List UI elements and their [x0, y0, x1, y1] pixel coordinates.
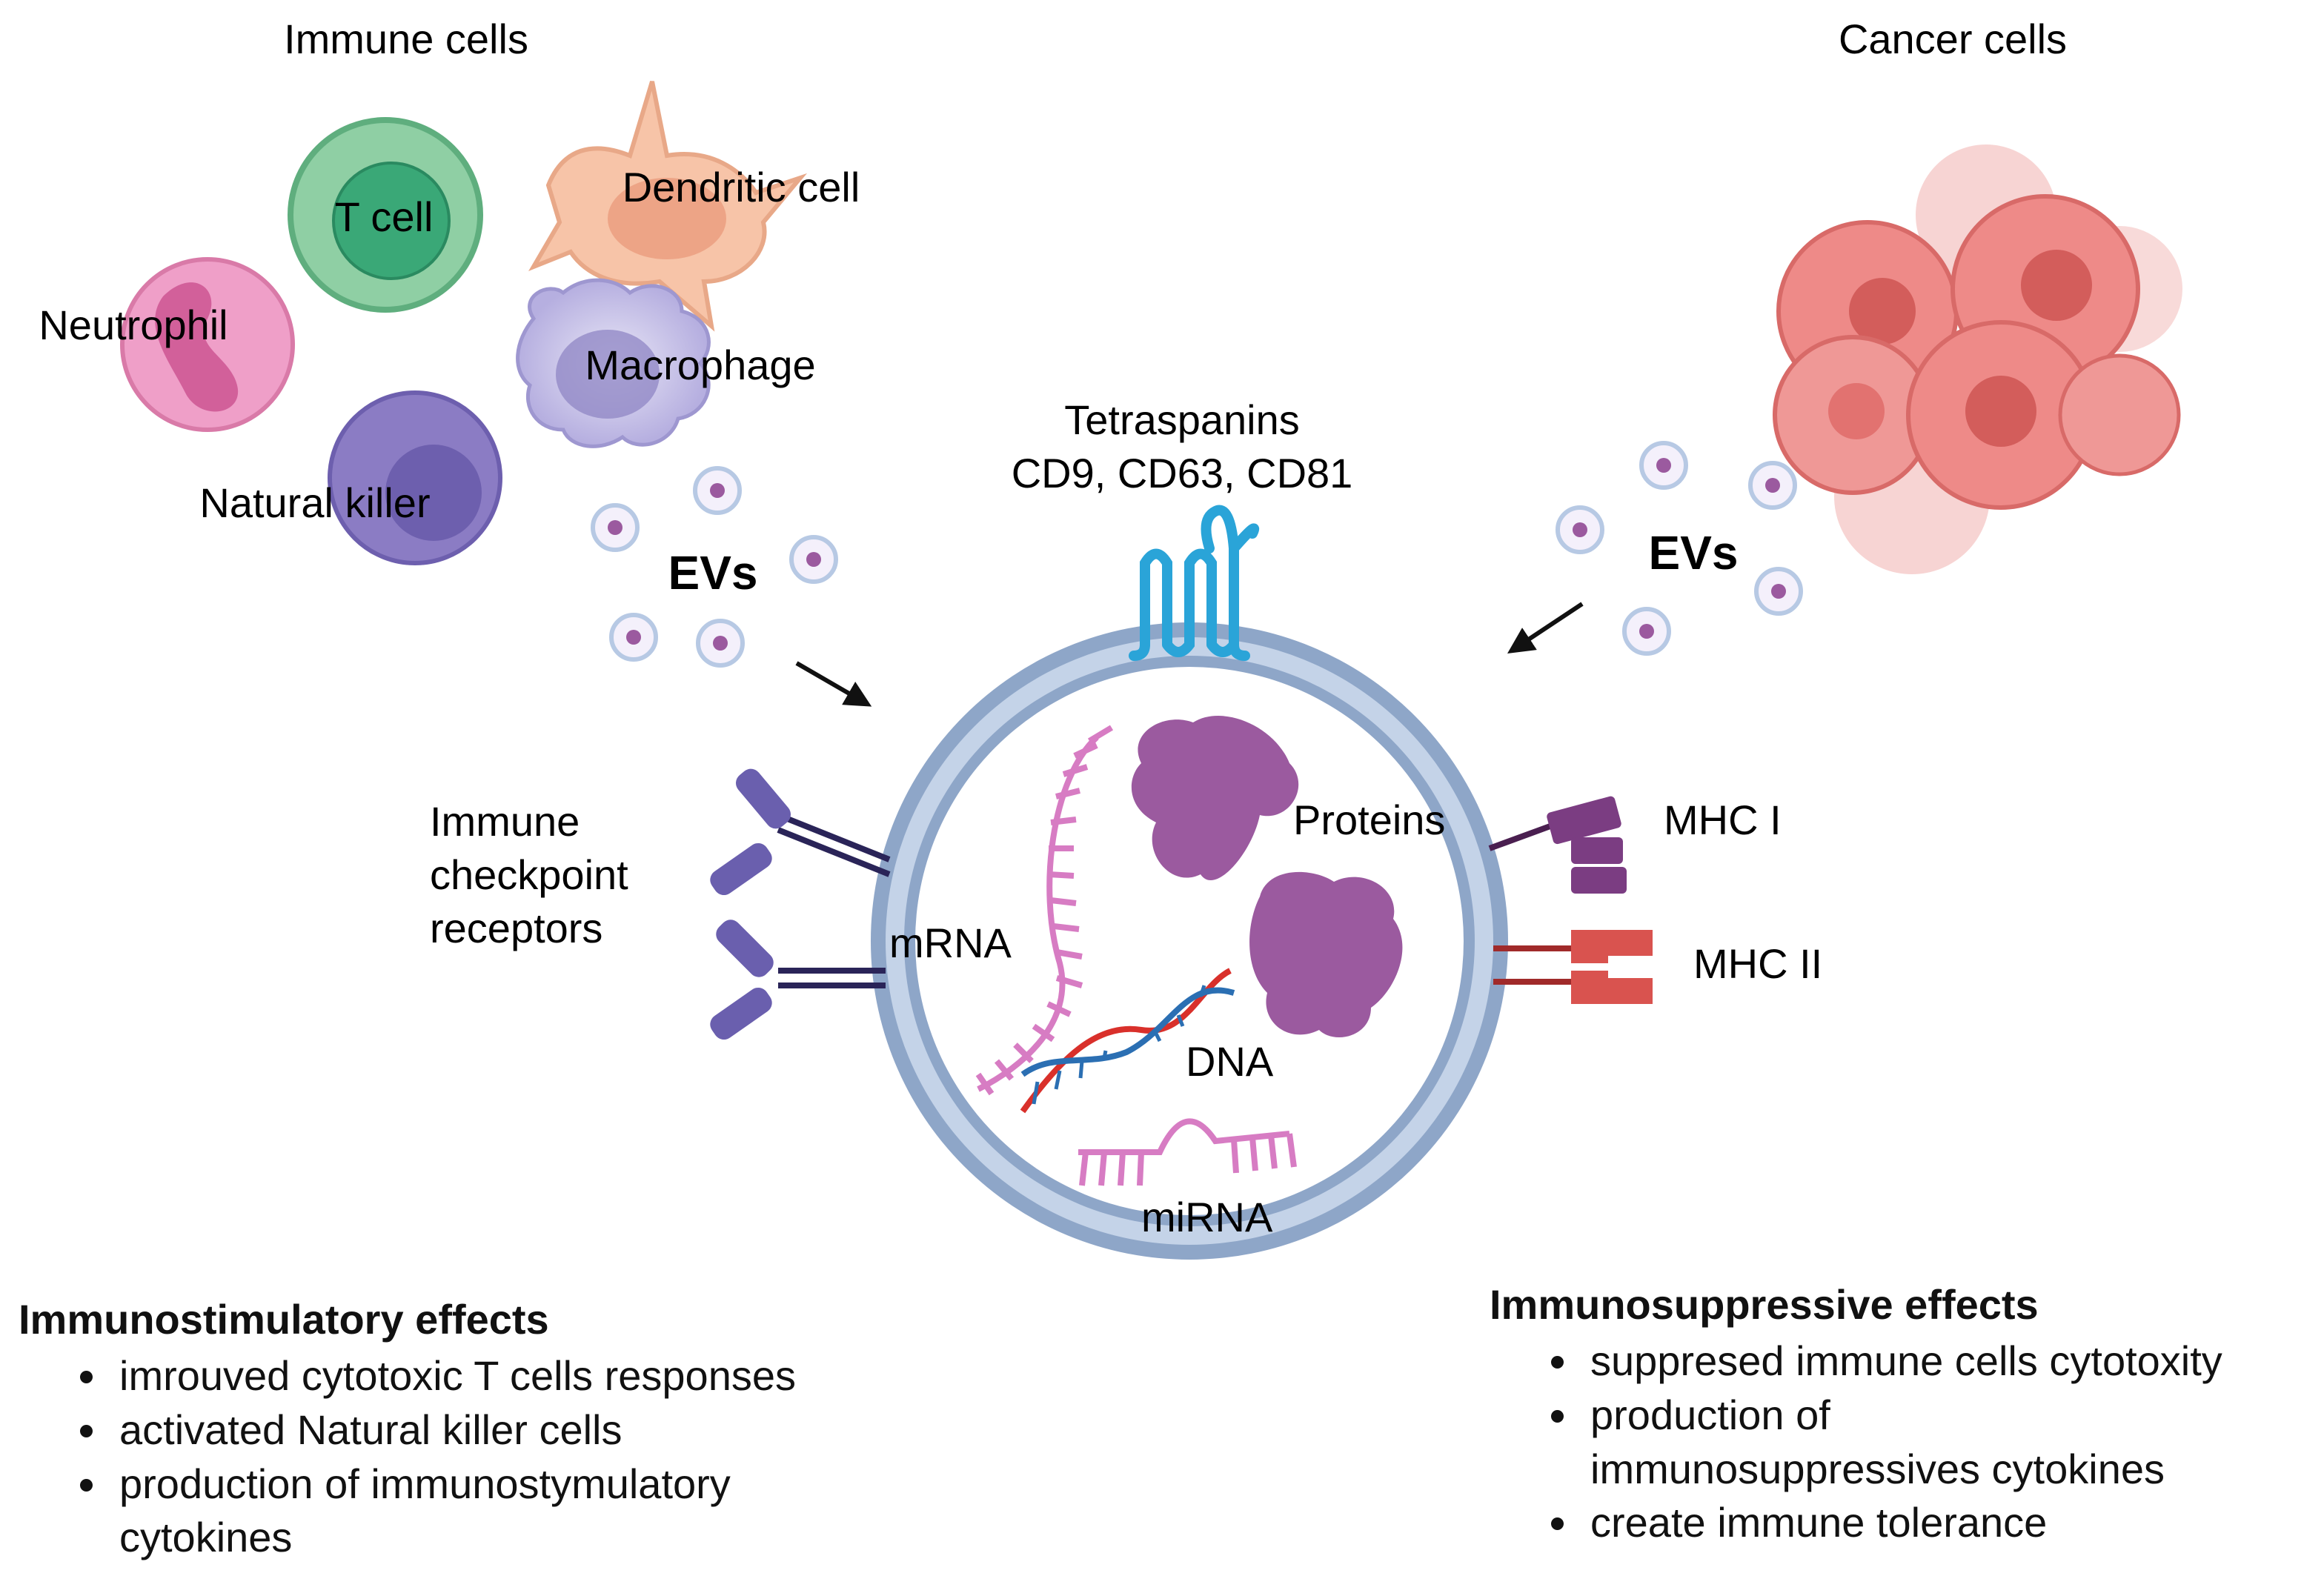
immunosuppressive-list: suppresed immune cells cytotoxity produc… — [1490, 1334, 2222, 1550]
immunosuppressive-panel: Immunosuppressive effects suppresed immu… — [1490, 1280, 2222, 1550]
label-dendritic-cell: Dendritic cell — [622, 164, 860, 210]
dna-helix — [1020, 968, 1235, 1114]
list-item: production of immunosuppressives cytokine… — [1581, 1389, 2222, 1497]
label-checkpoint-2: checkpoint — [430, 851, 628, 898]
list-item: activated Natural killer cells — [110, 1403, 796, 1457]
macrophage — [516, 278, 711, 448]
label-mhc-2: MHC II — [1693, 940, 1822, 987]
immunostimulatory-panel: Immunostimulatory effects imrouved cytot… — [19, 1295, 796, 1565]
list-item-line: production of immunostymulatory — [119, 1460, 731, 1507]
label-evs-left: EVs — [668, 546, 758, 599]
label-proteins: Proteins — [1293, 797, 1445, 843]
mhc-2-molecule — [1493, 930, 1653, 1004]
arrow-right — [1507, 602, 1584, 654]
ev-particles-right — [1556, 441, 1803, 656]
neutrophil — [120, 257, 295, 432]
protein-cluster — [1131, 716, 1403, 1037]
arrow-left — [795, 661, 872, 707]
cancer-cells — [1773, 144, 2182, 574]
label-cancer-cells: Cancer cells — [1839, 16, 2067, 62]
label-mrna: mRNA — [889, 920, 1012, 966]
tetraspanin-protein — [1129, 505, 1260, 661]
dendritic-cell — [528, 81, 808, 332]
immunosuppressive-title: Immunosuppressive effects — [1490, 1281, 2039, 1328]
mirna-strand — [1078, 1118, 1297, 1186]
natural-killer-cell — [328, 390, 502, 565]
label-macrophage: Macrophage — [585, 342, 815, 388]
t-cell — [288, 117, 483, 313]
list-item-line: production of — [1590, 1391, 1830, 1438]
label-t-cell: T cell — [335, 193, 434, 240]
label-natural-killer: Natural killer — [199, 479, 430, 526]
label-mirna: miRNA — [1141, 1194, 1273, 1240]
immune-checkpoint-receptor-lower — [710, 920, 886, 1040]
list-item: imrouved cytotoxic T cells responses — [110, 1349, 796, 1403]
label-immune-cells: Immune cells — [284, 16, 528, 62]
list-item: production of immunostymulatory cytokines — [110, 1457, 796, 1566]
list-item: suppresed immune cells cytotoxity — [1581, 1334, 2222, 1389]
label-checkpoint-1: Immune — [430, 798, 580, 845]
label-neutrophil: Neutrophil — [39, 302, 228, 348]
label-dna: DNA — [1186, 1038, 1274, 1085]
mrna-strand — [975, 725, 1114, 1096]
immunostimulatory-list: imrouved cytotoxic T cells responses act… — [19, 1349, 796, 1565]
label-tetraspanin-members: CD9, CD63, CD81 — [1012, 450, 1353, 496]
immunostimulatory-title: Immunostimulatory effects — [19, 1296, 549, 1343]
ev-cargo-dots — [608, 458, 1786, 651]
mhc-1-molecule — [1488, 796, 1627, 894]
list-item-line: immunosuppressives cytokines — [1590, 1445, 2165, 1492]
label-checkpoint-3: receptors — [430, 905, 602, 951]
label-mhc-1: MHC I — [1664, 797, 1782, 843]
list-item-line: cytokines — [119, 1514, 293, 1561]
label-evs-right: EVs — [1649, 526, 1739, 579]
immune-checkpoint-receptor-upper — [710, 768, 891, 896]
label-tetraspanins: Tetraspanins — [1064, 396, 1300, 443]
list-item: create immune tolerance — [1581, 1496, 2222, 1550]
